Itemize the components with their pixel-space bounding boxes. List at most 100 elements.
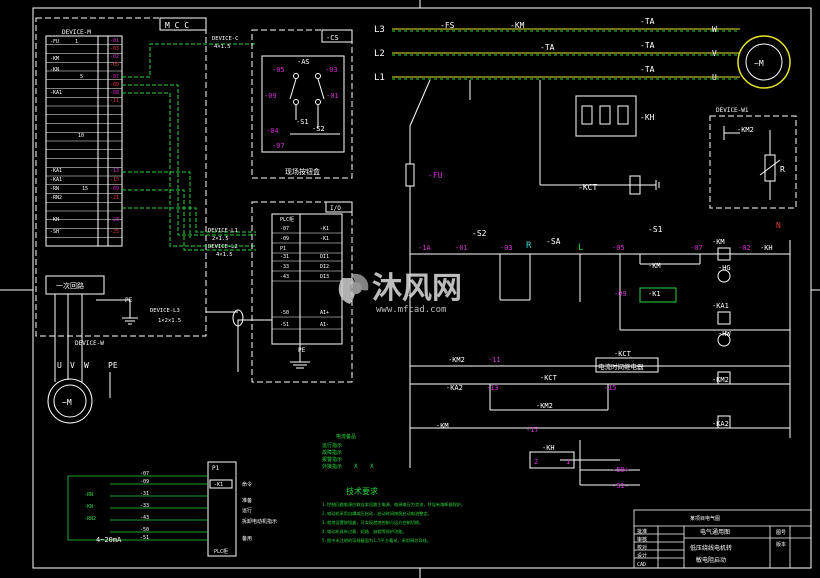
mcc-panel: M C C DEVICE-M -FU -KM -KN -KA1 1 5 10 -… bbox=[35, 17, 207, 424]
line-label-l1: L1 bbox=[374, 73, 385, 83]
ka2-coil-label: -KA2 bbox=[712, 420, 729, 428]
bottom-term-label: -07 bbox=[140, 471, 149, 477]
m-num: 1 bbox=[75, 39, 78, 45]
s2-label: -S2 bbox=[312, 125, 325, 133]
kh-num: 1 bbox=[566, 458, 570, 466]
device-c-spec: 4×1.5 bbox=[214, 44, 231, 50]
ctl-num-09: -09 bbox=[614, 290, 627, 298]
tech-notes: 电流备品 运行指示 故障指示 报警指示 外接指示 X X 技术要求 1.控制回路… bbox=[322, 433, 465, 544]
bottom-term-label: -50 bbox=[140, 527, 149, 533]
m-row-label: -KA1 bbox=[50, 90, 62, 96]
r-terminal: R bbox=[526, 241, 532, 251]
green-small: 故障指示 bbox=[322, 449, 342, 456]
motor-symbol-right: ~M bbox=[754, 59, 764, 68]
km2-coil-label: -KM2 bbox=[712, 376, 729, 384]
bottom-term-label: -43 bbox=[140, 515, 149, 521]
m-row-label: -RN bbox=[50, 186, 59, 192]
ctl-num-13: -13 bbox=[486, 384, 499, 392]
bottom-label: -RN bbox=[84, 492, 93, 498]
m-terminal-num: -15 bbox=[110, 177, 119, 183]
fu-label: -FU bbox=[428, 171, 443, 180]
m-row-label: -KH bbox=[50, 217, 59, 223]
control-circuit: -1A -01 -03 -05 -07 -02 -S2 -S1 -SA R L … bbox=[410, 221, 791, 490]
tb-row: 校对 bbox=[637, 544, 647, 551]
m-terminal-num: -11 bbox=[110, 98, 119, 104]
bottom-term-label: -31 bbox=[140, 491, 149, 497]
k1-label: -K1 bbox=[214, 482, 223, 488]
phase-label: V bbox=[712, 49, 717, 58]
cs-num: -04 bbox=[266, 127, 279, 135]
plc-right-label: -K1 bbox=[320, 236, 329, 242]
tb-row: CAD bbox=[637, 562, 646, 568]
watermark: 沐风网 www.mfcad.com bbox=[338, 271, 462, 315]
plc-right-label: DI2 bbox=[320, 264, 329, 270]
phase-label: W bbox=[712, 25, 717, 34]
hg-label: -HG bbox=[718, 264, 731, 272]
plc-row-label: -07 bbox=[280, 226, 289, 232]
tech-line: 1.控制回路电源应取自本回路主电源，电源电压为交流，并设有熔断器保护。 bbox=[322, 501, 465, 508]
plc-right-label: AI+ bbox=[320, 310, 329, 316]
m-terminal-num: -07 bbox=[110, 74, 119, 80]
ta-mid-label: -TA bbox=[540, 43, 555, 52]
desc: 命令 bbox=[242, 481, 252, 488]
desc: 备用 bbox=[242, 535, 252, 542]
bottom-label: -RN2 bbox=[84, 516, 96, 522]
m-num: 10 bbox=[78, 133, 84, 139]
field-button-box: -CS -AS -05 -03 -09 -01 -04 -07 -S1 -S2 … bbox=[251, 29, 353, 179]
fs-label: -FS bbox=[440, 21, 455, 30]
motor-phase-label: W bbox=[84, 361, 89, 370]
as-label: -AS bbox=[297, 58, 310, 66]
tb-row: 批准 bbox=[637, 528, 647, 535]
bottom-plc-terminal: P1 -K1 PLC柜 -07-09-31-33-43-50-51 -RN -K… bbox=[67, 461, 277, 557]
m-row-label: -KM bbox=[50, 56, 59, 62]
plc-right-label: DI3 bbox=[320, 274, 329, 280]
tech-line: 3.就地设置按钮盒，可实现就地控制与远方控制切换。 bbox=[322, 519, 423, 526]
tb-row: 设计 bbox=[637, 552, 647, 559]
m-terminal-num: -13 bbox=[110, 168, 119, 174]
m-row-label: -RN2 bbox=[50, 195, 62, 201]
m-terminal-num: -03 bbox=[110, 46, 119, 52]
drawing-name-1: 低压绕线电机转 bbox=[690, 544, 732, 552]
ctl-num: -05 bbox=[612, 244, 625, 252]
bottom-term-label: -09 bbox=[140, 479, 149, 485]
m-terminal-num: -05 bbox=[110, 62, 119, 68]
plc-right-label: -K1 bbox=[320, 226, 329, 232]
device-l2-label: DEVICE-L2 bbox=[208, 244, 238, 250]
x-mark: X bbox=[354, 463, 358, 470]
pe-label: PE bbox=[125, 297, 133, 304]
watermark-brand: 沐风网 bbox=[372, 271, 462, 306]
cs-caption: 现场按钮盒 bbox=[285, 167, 320, 176]
green-small: 报警指示 bbox=[322, 456, 342, 463]
bottom-terminal-lines: -07-09-31-33-43-50-51 bbox=[67, 471, 208, 541]
ctl-num-15: -15 bbox=[604, 384, 617, 392]
m-terminal-num: -09 bbox=[110, 82, 119, 88]
plc-right-label: DI1 bbox=[320, 254, 329, 260]
m-terminal-num: -01 bbox=[110, 38, 119, 44]
ctl-num: -1A bbox=[418, 244, 431, 252]
ctl-num: -02 bbox=[738, 244, 751, 252]
m-terminal-num: -25 bbox=[110, 229, 119, 235]
out-51: -51- bbox=[612, 482, 629, 490]
x-mark: X bbox=[370, 463, 374, 470]
ctl-num-17: -17 bbox=[526, 426, 539, 434]
mcc-green-cables bbox=[122, 43, 256, 251]
hw-label: -HW bbox=[718, 330, 731, 338]
k1-label: -K1 bbox=[648, 290, 661, 298]
motor-phase-label: PE bbox=[108, 361, 118, 370]
ctl-num: -03 bbox=[500, 244, 513, 252]
cs-num: -07 bbox=[272, 142, 285, 150]
tech-line: 4.电动机具有过载、短路、缺相等保护功能。 bbox=[322, 528, 407, 535]
plc-row-label: -31 bbox=[280, 254, 289, 260]
current-label: 4~20mA bbox=[96, 536, 122, 544]
kh2-label: -KH bbox=[542, 444, 555, 452]
cs-title: -CS bbox=[326, 34, 339, 42]
device-l3-spec: 1×2×1.5 bbox=[158, 318, 181, 324]
plc-row-label: -09 bbox=[280, 236, 289, 242]
tech-line: 5.图中未注明的导线截面为1.5平方毫米，采用铜芯导线。 bbox=[322, 537, 431, 544]
ka1-label: -KA1 bbox=[712, 302, 729, 310]
m-row-label: -SH bbox=[50, 229, 59, 235]
drawing-type: 电气通用图 bbox=[700, 528, 730, 536]
kct-contact-label: -KCT bbox=[540, 374, 558, 382]
